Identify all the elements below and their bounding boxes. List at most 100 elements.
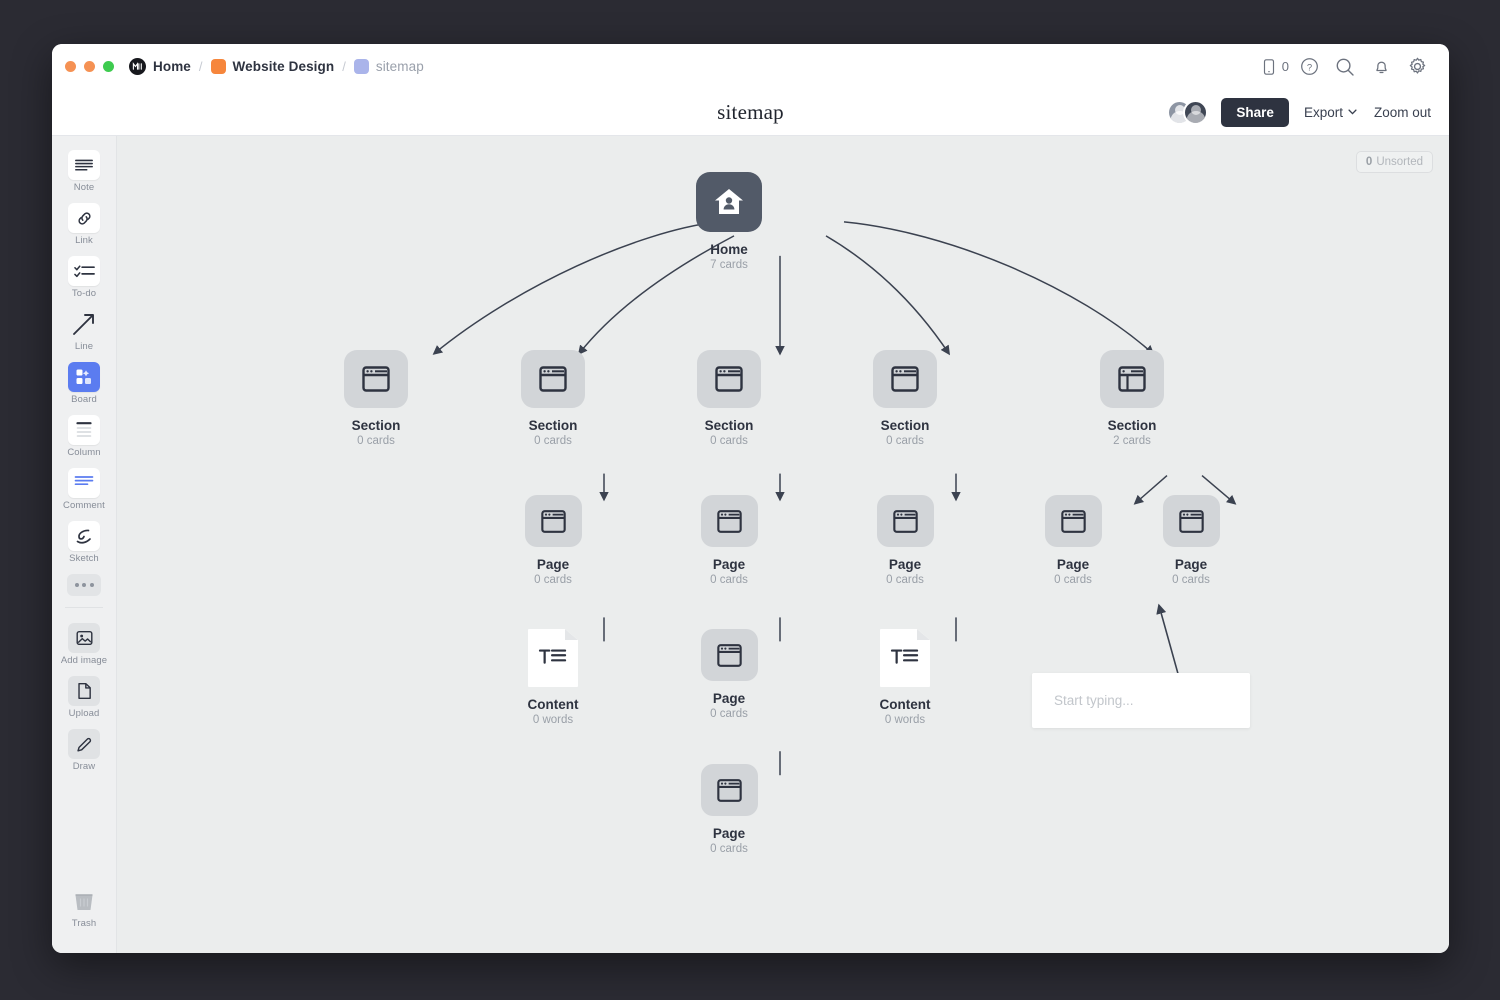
sidebar-tool-todo[interactable]: To-do bbox=[56, 252, 112, 301]
sidebar-tool-trash[interactable]: Trash bbox=[56, 882, 112, 931]
sidebar-tool-note[interactable]: Note bbox=[56, 146, 112, 195]
node-title: Section bbox=[881, 418, 930, 433]
collaborator-avatars[interactable] bbox=[1167, 100, 1208, 125]
notifications-icon[interactable] bbox=[1363, 50, 1399, 84]
node-title: Page bbox=[537, 557, 569, 572]
mobile-device-count: 0 bbox=[1282, 59, 1289, 74]
page-icon bbox=[525, 495, 582, 547]
sidebar-tool-column[interactable]: Column bbox=[56, 411, 112, 460]
node-page-5b[interactable]: Page 0 cards bbox=[1131, 495, 1251, 586]
node-page-2[interactable]: Page 0 cards bbox=[493, 495, 613, 586]
content-icon bbox=[880, 629, 930, 687]
node-content-4[interactable]: Content 0 words bbox=[845, 629, 965, 726]
node-subtitle: 0 cards bbox=[710, 843, 748, 855]
app-window: Home / Website Design / sitemap 0 ? bbox=[52, 44, 1449, 953]
sidebar-tool-add-image[interactable]: Add image bbox=[56, 619, 112, 668]
node-subtitle: 0 cards bbox=[710, 574, 748, 586]
node-page-3[interactable]: Page 0 cards bbox=[669, 495, 789, 586]
unsorted-label: Unsorted bbox=[1376, 156, 1423, 168]
sidebar-tool-board[interactable]: Board bbox=[56, 358, 112, 407]
mobile-device-indicator[interactable]: 0 bbox=[1261, 58, 1289, 76]
sidebar-divider bbox=[65, 607, 103, 608]
page-icon bbox=[701, 629, 758, 681]
breadcrumb-label-website-design: Website Design bbox=[233, 59, 335, 74]
node-section-2[interactable]: Section 0 cards bbox=[493, 350, 613, 447]
more-tools-button[interactable] bbox=[67, 574, 101, 596]
note-icon bbox=[68, 150, 100, 180]
share-button[interactable]: Share bbox=[1221, 98, 1289, 127]
node-subtitle: 0 cards bbox=[1054, 574, 1092, 586]
breadcrumb-item-home[interactable]: Home bbox=[129, 58, 191, 75]
node-subtitle: 0 cards bbox=[886, 435, 924, 447]
close-window-button[interactable] bbox=[65, 61, 76, 72]
export-label: Export bbox=[1304, 105, 1343, 120]
section-icon bbox=[344, 350, 408, 408]
help-icon[interactable]: ? bbox=[1291, 50, 1327, 84]
node-title: Section bbox=[705, 418, 754, 433]
sidebar-tool-label: Line bbox=[75, 341, 93, 352]
column-icon bbox=[68, 415, 100, 445]
unsorted-badge[interactable]: 0 Unsorted bbox=[1356, 151, 1433, 173]
new-note-input[interactable]: Start typing... bbox=[1032, 673, 1250, 728]
sidebar-tool-comment[interactable]: Comment bbox=[56, 464, 112, 513]
node-subtitle: 0 cards bbox=[886, 574, 924, 586]
node-section-4[interactable]: Section 0 cards bbox=[845, 350, 965, 447]
line-icon bbox=[68, 309, 100, 339]
sidebar-tool-draw[interactable]: Draw bbox=[56, 725, 112, 774]
breadcrumb-item-website-design[interactable]: Website Design bbox=[211, 59, 335, 74]
node-subtitle: 0 cards bbox=[1172, 574, 1210, 586]
node-page-3c[interactable]: Page 0 cards bbox=[669, 764, 789, 855]
node-section-3[interactable]: Section 0 cards bbox=[669, 350, 789, 447]
node-home[interactable]: Home 7 cards bbox=[669, 172, 789, 271]
sidebar-tool-line[interactable]: Line bbox=[56, 305, 112, 354]
maximize-window-button[interactable] bbox=[103, 61, 114, 72]
sidebar-tool-label: Trash bbox=[72, 918, 96, 929]
sidebar-tool-label: Board bbox=[71, 394, 97, 405]
page-icon bbox=[701, 495, 758, 547]
content-icon bbox=[528, 629, 578, 687]
node-page-5a[interactable]: Page 0 cards bbox=[1013, 495, 1133, 586]
tool-sidebar: Note Link To-do Line bbox=[52, 136, 117, 953]
document-header: sitemap Share Export Zoom out bbox=[52, 89, 1449, 136]
node-page-4[interactable]: Page 0 cards bbox=[845, 495, 965, 586]
node-title: Page bbox=[713, 557, 745, 572]
node-subtitle: 0 cards bbox=[534, 435, 572, 447]
node-section-5[interactable]: Section 2 cards bbox=[1072, 350, 1192, 447]
breadcrumb-item-sitemap[interactable]: sitemap bbox=[354, 59, 424, 74]
node-subtitle: 0 cards bbox=[534, 574, 572, 586]
breadcrumb-separator-2: / bbox=[341, 59, 347, 74]
node-subtitle: 7 cards bbox=[710, 259, 748, 271]
svg-text:?: ? bbox=[1306, 62, 1311, 73]
minimize-window-button[interactable] bbox=[84, 61, 95, 72]
avatar[interactable] bbox=[1183, 100, 1208, 125]
new-note-placeholder: Start typing... bbox=[1054, 693, 1134, 708]
node-section-1[interactable]: Section 0 cards bbox=[316, 350, 436, 447]
trash-icon bbox=[68, 886, 100, 916]
node-title: Content bbox=[880, 697, 931, 712]
sidebar-tool-sketch[interactable]: Sketch bbox=[56, 517, 112, 566]
sidebar-tool-label: Upload bbox=[69, 708, 100, 719]
node-subtitle: 0 cards bbox=[357, 435, 395, 447]
node-title: Page bbox=[713, 826, 745, 841]
search-icon[interactable] bbox=[1327, 50, 1363, 84]
unsorted-count: 0 bbox=[1366, 156, 1372, 168]
export-button[interactable]: Export bbox=[1302, 101, 1359, 124]
node-title: Section bbox=[529, 418, 578, 433]
home-icon bbox=[696, 172, 762, 232]
zoom-out-button[interactable]: Zoom out bbox=[1372, 101, 1433, 124]
section-icon bbox=[521, 350, 585, 408]
header-actions: Share Export Zoom out bbox=[1167, 98, 1449, 127]
node-page-3b[interactable]: Page 0 cards bbox=[669, 629, 789, 720]
node-title: Page bbox=[1175, 557, 1207, 572]
page-icon bbox=[877, 495, 934, 547]
node-subtitle: 0 cards bbox=[710, 708, 748, 720]
sidebar-tool-link[interactable]: Link bbox=[56, 199, 112, 248]
sidebar-tool-upload[interactable]: Upload bbox=[56, 672, 112, 721]
node-title: Content bbox=[528, 697, 579, 712]
node-content-2[interactable]: Content 0 words bbox=[493, 629, 613, 726]
board-canvas[interactable]: 0 Unsorted bbox=[117, 136, 1449, 953]
node-subtitle: 0 words bbox=[885, 714, 925, 726]
breadcrumb-separator-1: / bbox=[198, 59, 204, 74]
node-subtitle: 0 cards bbox=[710, 435, 748, 447]
settings-icon[interactable] bbox=[1399, 50, 1435, 84]
